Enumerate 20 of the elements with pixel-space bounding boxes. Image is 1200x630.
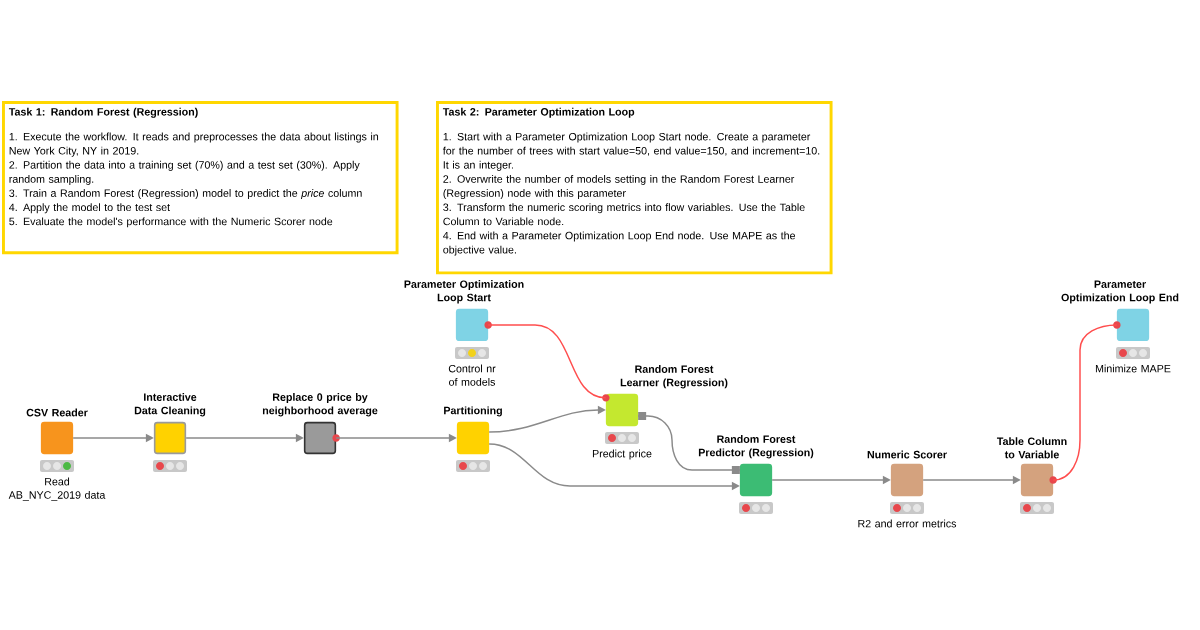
node-label: Parameter Optimization Loop Start bbox=[404, 280, 524, 304]
node-label: Parameter Optimization Loop End bbox=[1061, 280, 1179, 304]
node-caption: Control nr of models bbox=[448, 364, 496, 386]
node-label: CSV Reader bbox=[26, 408, 88, 417]
node-label: Replace 0 price by neighborhood average bbox=[262, 393, 378, 417]
node-label: Interactive Data Cleaning bbox=[134, 393, 206, 417]
node-label: Numeric Scorer bbox=[867, 450, 947, 459]
node-label: Partitioning bbox=[444, 406, 502, 417]
connector bbox=[637, 412, 741, 474]
node-label: Random Forest Learner (Regression) bbox=[620, 365, 728, 389]
connector bbox=[1052, 324, 1118, 481]
node-caption: Predict price bbox=[592, 449, 652, 460]
node-caption: R2 and error metrics bbox=[858, 519, 957, 528]
task-box: Task 2: Parameter Optimization Loop 1. Start with a Parameter Optimization Loop Start node. Create a parameter for the number of trees with start value=50, end value=150, and increment=10. It is an integer. 2. Overwrite the number of models setting in the Random Forest Learner (Regression) node with this parameter 3. Transform the numeric scoring metrics into flow variables. Use the Table Column to Variable node. 4. End with a Parameter Optimization Loop End node. Use MAPE as the objective value. bbox=[436, 101, 833, 275]
node-label: Random Forest Predictor (Regression) bbox=[698, 435, 814, 459]
connector bbox=[487, 324, 607, 399]
task-box: Task 1: Random Forest (Regression) 1. Execute the workflow. It reads and preprocesses the data about listings in New York City, NY in 2019. 2. Partition the data into a training set (70%) and a test set (30%). Apply random sampling. 3. Train a Random Forest (Regression) model to predict the price column 4. Apply the model to the test set 5. Evaluate the model's performance with the Numeric Scorer node bbox=[2, 101, 399, 255]
node-caption: Read AB_NYC_2019 data bbox=[8, 477, 106, 501]
node-label: Table Column to Variable bbox=[996, 437, 1067, 459]
node-caption: Minimize MAPE bbox=[1095, 364, 1171, 373]
